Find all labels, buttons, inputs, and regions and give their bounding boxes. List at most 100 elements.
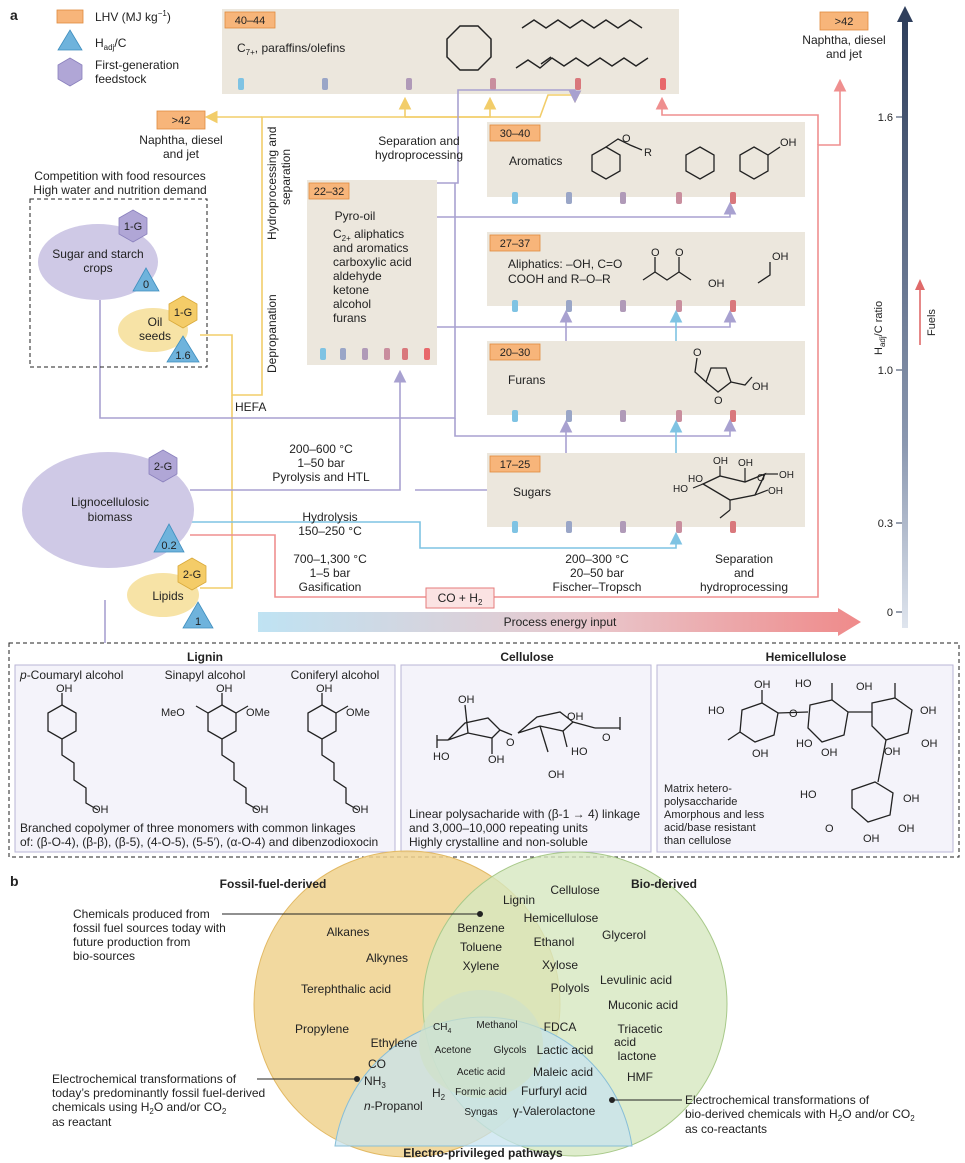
carbon-chip xyxy=(512,410,518,422)
svg-text:and jet: and jet xyxy=(826,47,863,61)
aliphatics-lhv: 27–37 xyxy=(500,238,531,250)
svg-text:Methanol: Methanol xyxy=(476,1020,517,1031)
carbon-chip xyxy=(322,78,328,90)
svg-text:Triacetic: Triacetic xyxy=(618,1022,663,1036)
svg-text:0: 0 xyxy=(143,279,149,291)
hydrolysis-temp: 150–250 °C xyxy=(298,524,362,538)
benzene-structure xyxy=(685,146,715,180)
svg-text:OMe: OMe xyxy=(346,707,370,719)
legend-first-gen-1: First-generation xyxy=(95,58,179,72)
svg-text:Sugar and starch: Sugar and starch xyxy=(52,247,143,261)
oil-seeds-feedstock: Oil seeds 1-G 1.6 xyxy=(118,295,200,363)
svg-text:Glycerol: Glycerol xyxy=(602,928,646,942)
carbon-range-chips xyxy=(238,78,736,533)
pyro-oil-lhv: 22–32 xyxy=(314,186,345,198)
pyrolysis-label: Pyrolysis and HTL xyxy=(272,470,370,484)
pyrolysis-pressure: 1–50 bar xyxy=(297,456,344,470)
biopolymer-box xyxy=(8,642,960,858)
svg-text:carboxylic acid: carboxylic acid xyxy=(333,255,412,269)
coumaryl-label: p-Coumaryl alcohol xyxy=(19,668,123,682)
paraffins-box: 40–44 C7+, paraffins/olefins xyxy=(222,9,679,94)
svg-text:OH: OH xyxy=(884,746,901,758)
hemicellulose-panel: Hemicellulose OH HO O HO OH OH OH OH OH … xyxy=(656,650,954,853)
svg-text:0.2: 0.2 xyxy=(161,540,176,552)
svg-text:Ethylene: Ethylene xyxy=(371,1036,418,1050)
svg-text:HO: HO xyxy=(795,678,812,690)
sep-hydro-1: Separation and xyxy=(378,134,459,148)
svg-text:Alkynes: Alkynes xyxy=(366,951,408,965)
svg-text:γ-Valerolactone: γ-Valerolactone xyxy=(513,1104,596,1118)
svg-text:ketone: ketone xyxy=(333,283,369,297)
separation-label: separation xyxy=(279,149,293,205)
svg-text:FDCA: FDCA xyxy=(544,1020,577,1034)
sep-right-2: and xyxy=(734,566,754,580)
svg-text:bio-derived chemicals with H2O: bio-derived chemicals with H2O and/or CO… xyxy=(685,1107,915,1123)
axis-tick-1-0: 1.0 xyxy=(878,365,893,377)
ft-temp: 200–300 °C xyxy=(565,552,629,566)
h2-label: H2 xyxy=(432,1086,446,1102)
first-gen-box xyxy=(29,198,208,368)
svg-text:OH: OH xyxy=(252,804,269,816)
svg-text:OH: OH xyxy=(821,747,838,759)
carbon-chip xyxy=(676,300,682,312)
pyrolysis-temp: 200–600 °C xyxy=(289,442,353,456)
svg-text:MeO: MeO xyxy=(161,707,185,719)
lignin-title: Lignin xyxy=(187,650,223,664)
svg-text:OH: OH xyxy=(488,754,505,766)
carbon-chip xyxy=(566,521,572,533)
svg-text:Alkanes: Alkanes xyxy=(327,925,370,939)
lignin-panel: Lignin p-Coumaryl alcohol Sinapyl alcoho… xyxy=(14,650,396,853)
hmf-structure xyxy=(705,367,732,393)
lignocellulosic-feedstock: Lignocellulosic biomass 2-G 0.2 xyxy=(22,449,194,568)
svg-text:O: O xyxy=(693,347,702,359)
acetoacetic-acid-structure xyxy=(642,271,692,281)
svg-text:CO: CO xyxy=(368,1057,386,1071)
hemi-desc-5: than cellulose xyxy=(664,835,731,847)
paraffins-lhv: 40–44 xyxy=(235,15,266,27)
svg-text:Xylose: Xylose xyxy=(542,958,578,972)
carbon-chip xyxy=(566,192,572,204)
carbon-chip xyxy=(424,348,430,360)
competition-line2: High water and nutrition demand xyxy=(33,183,206,197)
carbon-chip xyxy=(620,410,626,422)
svg-text:OH: OH xyxy=(921,738,938,750)
svg-text:Oil: Oil xyxy=(148,315,163,329)
svg-text:Acetone: Acetone xyxy=(435,1045,472,1056)
ft-pressure: 20–50 bar xyxy=(570,566,624,580)
svg-text:chemicals using H2O and/or CO2: chemicals using H2O and/or CO2 xyxy=(52,1100,227,1116)
depropanation-label: Depropanation xyxy=(265,294,279,373)
carbon-chip xyxy=(620,521,626,533)
carbon-chip xyxy=(575,78,581,90)
olefin-structure xyxy=(515,57,649,69)
sugars-label: Sugars xyxy=(513,485,551,499)
svg-text:HO: HO xyxy=(571,746,588,758)
carbon-chip xyxy=(340,348,346,360)
hadj-triangle-icon xyxy=(57,29,83,51)
cellulose-desc-2: and 3,000–10,000 repeating units xyxy=(409,821,588,835)
legend-first-gen-2: feedstock xyxy=(95,72,147,86)
svg-text:OH: OH xyxy=(548,769,565,781)
carbon-chip xyxy=(362,348,368,360)
svg-text:O: O xyxy=(506,737,515,749)
axis-tick-0-3: 0.3 xyxy=(878,518,893,530)
svg-text:bio-sources: bio-sources xyxy=(73,949,135,963)
svg-text:OH: OH xyxy=(772,251,789,263)
carbon-chip xyxy=(660,78,666,90)
lhv-swatch xyxy=(56,9,84,24)
hemicellulose-structure xyxy=(727,683,913,823)
svg-text:Muconic acid: Muconic acid xyxy=(608,998,678,1012)
svg-text:Xylene: Xylene xyxy=(463,959,500,973)
syngas-box xyxy=(425,587,495,609)
legend: LHV (MJ kg−1) Hadj/C First-generation fe… xyxy=(56,9,179,87)
svg-text:aldehyde: aldehyde xyxy=(333,269,382,283)
carbon-chip xyxy=(320,348,326,360)
svg-text:Polyols: Polyols xyxy=(551,981,590,995)
carbon-chip xyxy=(490,78,496,90)
legend-lhv: LHV (MJ kg−1) xyxy=(95,9,171,24)
carbon-chip xyxy=(730,192,736,204)
hefa-label: HEFA xyxy=(235,400,266,414)
carbon-chip xyxy=(238,78,244,90)
svg-text:biomass: biomass xyxy=(88,510,133,524)
svg-text:Ethanol: Ethanol xyxy=(534,935,575,949)
svg-text:OH: OH xyxy=(316,683,333,695)
